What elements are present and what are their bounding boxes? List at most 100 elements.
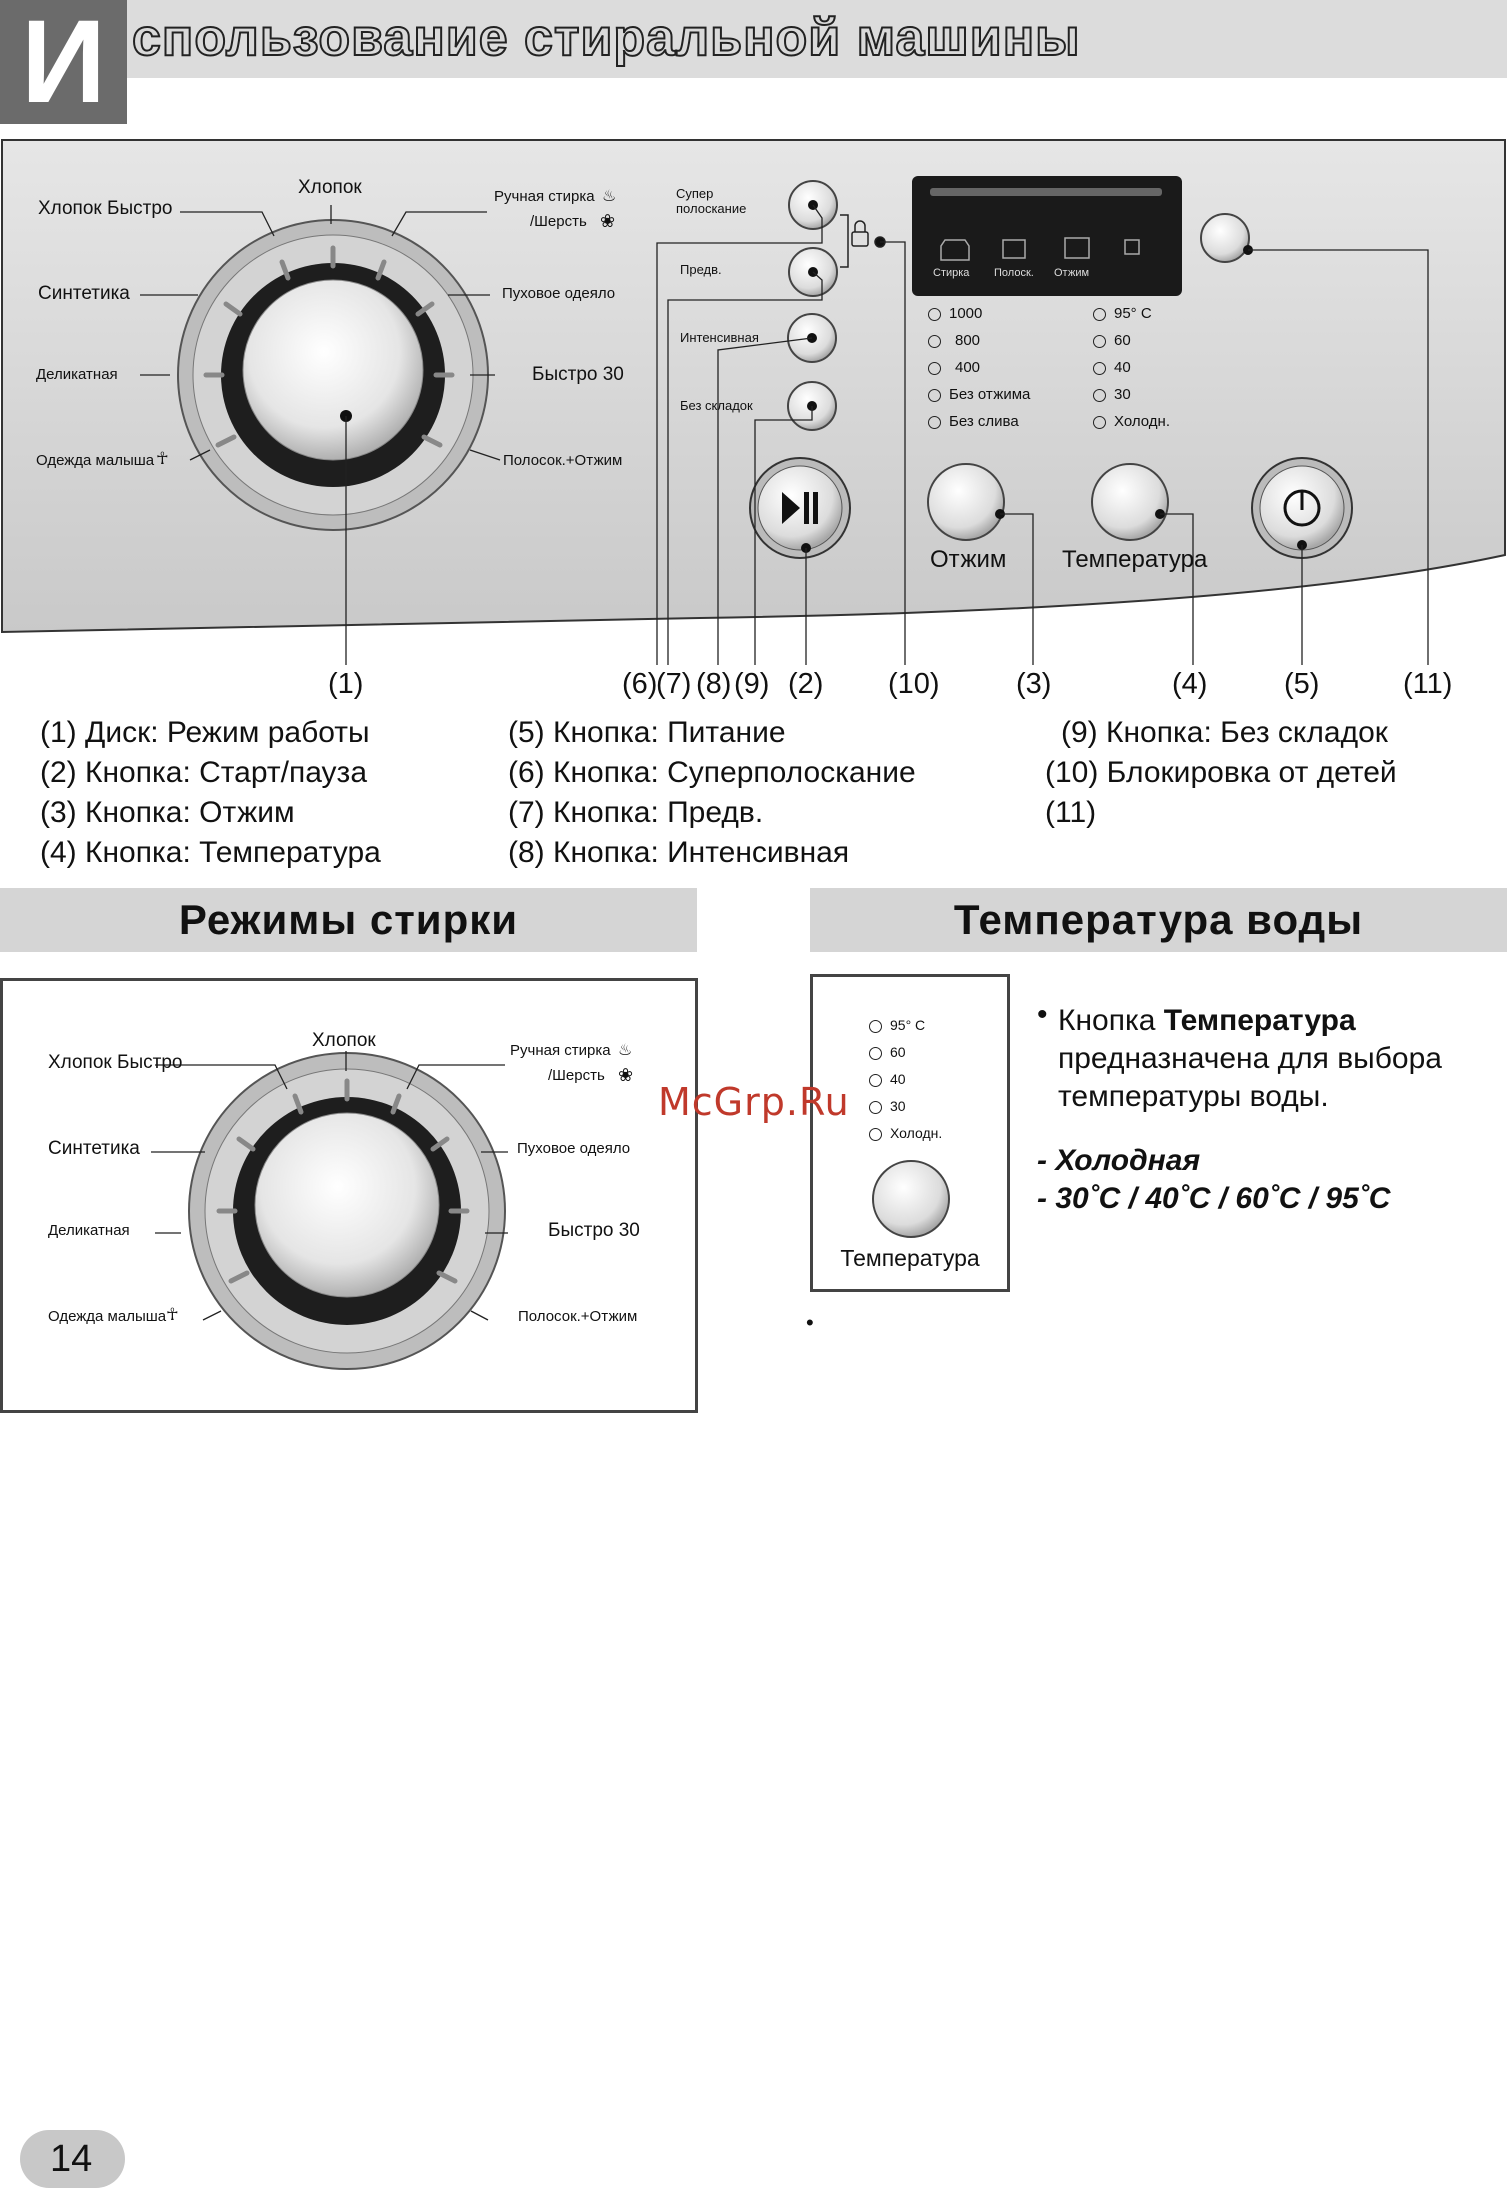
spin-options: 1000 800 400 Без отжима Без слива <box>928 305 1030 440</box>
spin-led-1000 <box>928 307 941 321</box>
label-intensive: Интенсивная <box>680 330 759 345</box>
legend-item: (9) Кнопка: Без складок <box>1061 716 1388 749</box>
label-super: Супер <box>676 186 714 201</box>
page-number: 14 <box>50 2138 93 2180</box>
header-initial-box <box>0 0 127 124</box>
temp-section-title: Температура воды <box>953 896 1364 943</box>
dial-label-wool: /Шерсть <box>530 213 587 230</box>
start-pause-button[interactable] <box>749 457 851 559</box>
modes-wool-icon: ❀ <box>618 1065 634 1085</box>
temp-led-95 <box>1093 307 1106 321</box>
bullet: • <box>1037 998 1048 1031</box>
modes-label-quick30: Быстро 30 <box>548 1220 640 1241</box>
temp-button-label: Температура <box>1062 546 1208 573</box>
legend-column-2: (5) Кнопка: Питание (6) Кнопка: Суперпол… <box>508 716 916 876</box>
temp-section-header: Температура воды <box>810 888 1507 952</box>
modes-label-handwash: Ручная стирка <box>510 1042 611 1059</box>
modes-label-delicate: Деликатная <box>48 1222 130 1239</box>
callout-1: (1) <box>328 668 364 700</box>
extra-button-11[interactable] <box>1200 213 1253 263</box>
modes-label-wool: /Шерсть <box>548 1067 605 1084</box>
callout-4: (4) <box>1172 668 1208 700</box>
temp-options: 95° C 60 40 30 Холодн. <box>1093 305 1170 440</box>
box-temperature-label: Температура <box>840 1245 980 1271</box>
legend-item: (2) Кнопка: Старт/пауза <box>40 756 367 789</box>
temp-option-cold: - Холодная <box>1037 1144 1201 1177</box>
spin-led-800 <box>928 334 941 348</box>
temp-led-cold <box>1093 415 1106 429</box>
power-button[interactable] <box>1251 457 1353 559</box>
dial-label-delicate: Деликатная <box>36 366 118 383</box>
dial-label-quick30: Быстро 30 <box>532 364 624 385</box>
dial-label-cotton: Хлопок <box>298 177 362 198</box>
dial-label-duvet: Пуховое одеяло <box>502 285 616 302</box>
box-temp-led-60 <box>869 1046 882 1060</box>
modes-dial-box <box>0 978 698 1413</box>
spin-button-label: Отжим <box>930 546 1007 573</box>
callout-9: (9) <box>734 668 770 700</box>
spin-button[interactable] <box>927 463 1005 541</box>
callout-5: (5) <box>1284 668 1320 700</box>
dial-label-handwash: Ручная стирка <box>494 188 595 205</box>
control-panel-illustration <box>1 139 1506 665</box>
callout-8: (8) <box>696 668 732 700</box>
bullet: • <box>806 1310 814 1335</box>
dial-label-baby: Одежда малыша <box>36 452 155 469</box>
display-label-wash: Стирка <box>933 267 970 279</box>
modes-section-title: Режимы стирки <box>178 896 519 943</box>
callout-2: (2) <box>788 668 824 700</box>
header-bar <box>127 0 1507 78</box>
legend-item: (1) Диск: Режим работы <box>40 716 370 749</box>
callout-10: (10) <box>888 668 940 700</box>
legend-item: (11) <box>1045 796 1097 829</box>
modes-label-baby: Одежда малыша <box>48 1308 167 1325</box>
page-number-badge <box>20 2130 125 2188</box>
baby-clothes-icon: ☥ <box>156 449 169 468</box>
dial-label-cotton-quick: Хлопок Быстро <box>38 198 173 219</box>
modes-label-rinse-spin: Полосок.+Отжим <box>518 1308 638 1325</box>
watermark: McGrp.Ru <box>658 1080 850 1124</box>
legend-item: (5) Кнопка: Питание <box>508 716 786 749</box>
callout-7: (7) <box>656 668 692 700</box>
box-temperature-button[interactable] <box>869 1157 953 1241</box>
label-no-crease: Без складок <box>680 398 753 413</box>
modes-label-cotton-quick: Хлопок Быстро <box>48 1052 183 1073</box>
page-title: спользование стиральной машины <box>131 8 1081 68</box>
modes-baby-clothes-icon: ☥ <box>166 1305 179 1324</box>
display-label-rinse: Полоск. <box>994 267 1034 279</box>
modes-handwash-icon: ♨ <box>618 1042 633 1059</box>
temp-option-values: - 30˚C / 40˚C / 60˚C / 95˚C <box>1037 1182 1391 1215</box>
legend-column-3: (9) Кнопка: Без складок (10) Блокировка … <box>1045 716 1397 836</box>
modes-label-cotton: Хлопок <box>312 1030 376 1051</box>
temp-box-options: 95° C 60 40 30 Холодн. <box>869 1017 942 1152</box>
modes-label-duvet: Пуховое одеяло <box>517 1140 631 1157</box>
spin-led-nodrain <box>928 415 941 429</box>
callout-3: (3) <box>1016 668 1052 700</box>
legend-item: (4) Кнопка: Температура <box>40 836 381 869</box>
temp-description: Кнопка Температура предназначена для выб… <box>1058 1004 1442 1113</box>
modes-dial-illustration <box>151 1051 508 1370</box>
legend-column-1: (1) Диск: Режим работы (2) Кнопка: Старт… <box>40 716 381 876</box>
dial-label-synthetics: Синтетика <box>38 283 130 304</box>
temp-panel-box: 95° C 60 40 30 Холодн. Температура <box>810 974 1010 1292</box>
spin-led-nospin <box>928 388 941 402</box>
callout-11: (11) <box>1403 668 1453 700</box>
program-dial[interactable] <box>177 219 489 531</box>
temperature-button[interactable] <box>1091 463 1169 541</box>
dial-label-rinse-spin: Полосок.+Отжим <box>503 452 623 469</box>
label-prewash: Предв. <box>680 262 722 277</box>
spin-led-400 <box>928 361 941 375</box>
lcd-display <box>912 176 1182 296</box>
legend-item: (7) Кнопка: Предв. <box>508 796 764 829</box>
legend-item: (6) Кнопка: Суперполоскание <box>508 756 916 789</box>
legend-item: (10) Блокировка от детей <box>1045 756 1397 789</box>
legend-item: (3) Кнопка: Отжим <box>40 796 295 829</box>
modes-label-synthetics: Синтетика <box>48 1138 140 1159</box>
handwash-icon: ♨ <box>602 188 617 205</box>
legend-item: (8) Кнопка: Интенсивная <box>508 836 850 869</box>
temp-led-60 <box>1093 334 1106 348</box>
box-temp-led-40 <box>869 1073 882 1087</box>
temp-led-40 <box>1093 361 1106 375</box>
wool-icon: ❀ <box>600 211 616 231</box>
modes-section-header: Режимы стирки <box>0 888 697 952</box>
